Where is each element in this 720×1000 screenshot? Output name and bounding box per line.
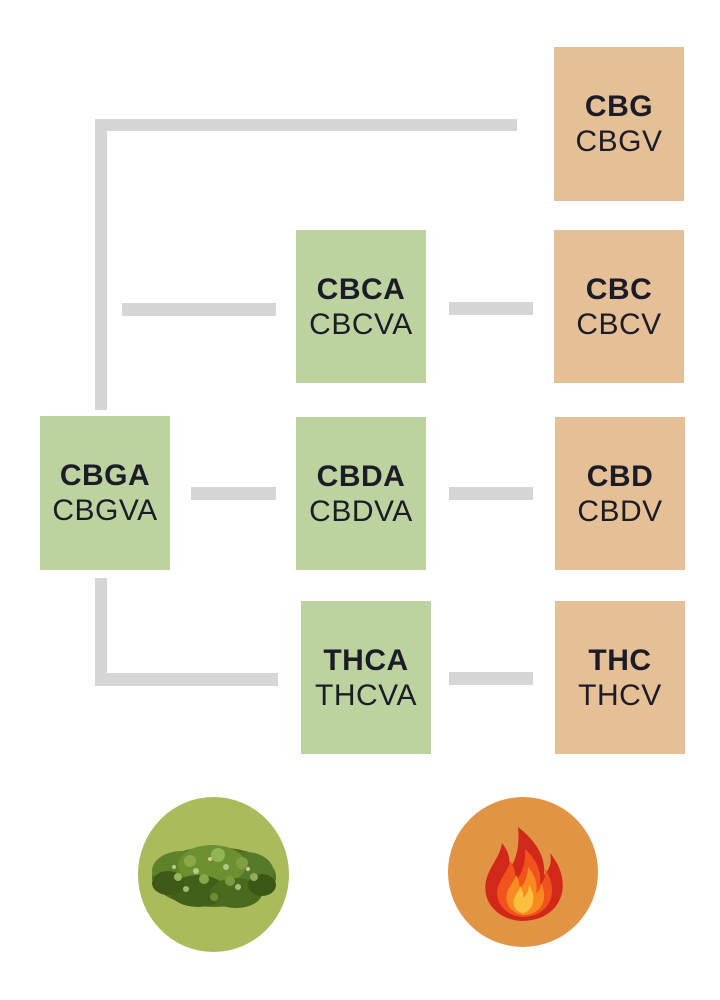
connector-left-vertical-lower	[95, 578, 107, 686]
node-cbga-secondary: CBGVA	[52, 494, 158, 527]
node-thca-secondary: THCVA	[315, 678, 417, 712]
node-thc-secondary: THCV	[578, 678, 662, 712]
node-cbga-primary: CBGA	[59, 459, 151, 492]
node-cbc: CBC CBCV	[554, 230, 684, 383]
node-cbd-primary: CBD	[586, 459, 654, 493]
connector-to-thca	[95, 673, 278, 686]
connector-cbca-to-cbc	[449, 302, 533, 315]
node-cbg: CBG CBGV	[554, 47, 684, 201]
node-cbca-primary: CBCA	[316, 272, 406, 306]
node-cbd: CBD CBDV	[555, 417, 685, 570]
node-cbca: CBCA CBCVA	[296, 230, 426, 383]
heat-fire-badge	[448, 797, 598, 947]
node-cbg-primary: CBG	[584, 90, 654, 123]
node-cbda-primary: CBDA	[316, 459, 406, 493]
connector-cbda-to-cbd	[449, 487, 533, 500]
node-thc-primary: THC	[588, 643, 652, 677]
node-thca: THCA THCVA	[301, 601, 431, 754]
connector-thca-to-thc	[449, 672, 533, 685]
raw-cannabis-badge	[138, 797, 289, 952]
connector-cbga-to-cbda	[191, 487, 276, 500]
node-cbca-secondary: CBCVA	[309, 307, 413, 341]
cannabis-bud-icon	[152, 845, 276, 908]
node-cbga: CBGA CBGVA	[40, 416, 170, 570]
connector-top-horizontal	[95, 119, 517, 131]
connector-left-vertical-upper	[95, 119, 107, 410]
node-cbc-secondary: CBCV	[576, 307, 662, 341]
node-cbda-secondary: CBDVA	[309, 494, 413, 528]
node-thc: THC THCV	[555, 601, 685, 754]
node-cbg-secondary: CBGV	[575, 125, 663, 158]
node-cbd-secondary: CBDV	[577, 494, 663, 528]
connector-cbga-to-cbca	[122, 303, 276, 316]
node-cbda: CBDA CBDVA	[296, 417, 426, 570]
node-thca-primary: THCA	[323, 643, 409, 677]
node-cbc-primary: CBC	[585, 272, 653, 306]
fire-icon	[485, 827, 563, 921]
